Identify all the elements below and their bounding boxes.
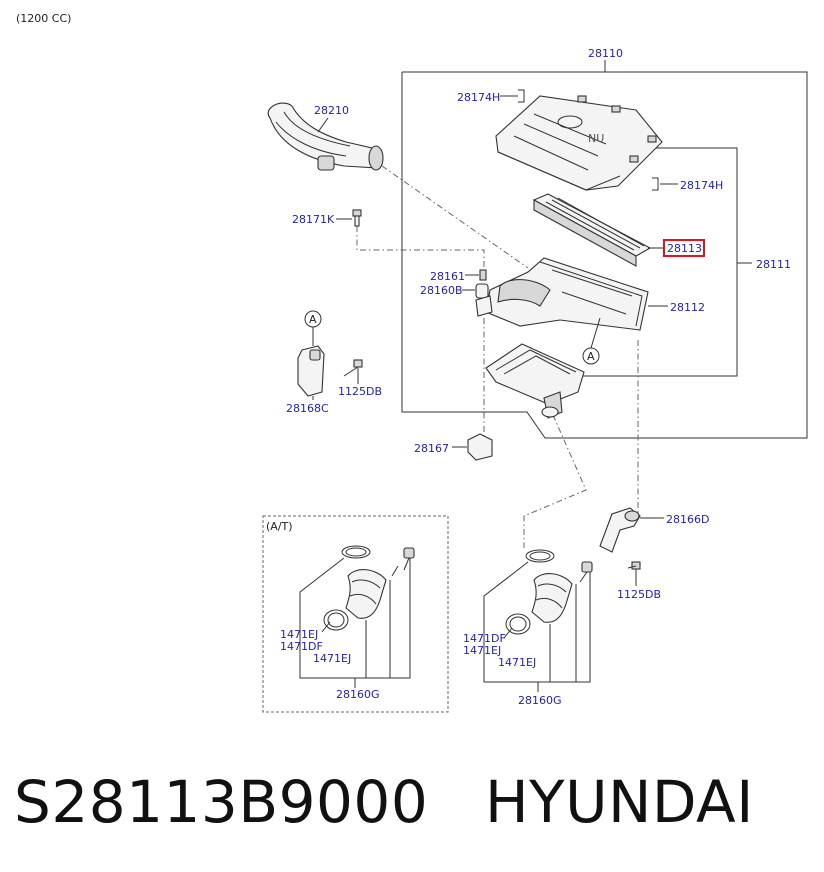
svg-text:NU: NU bbox=[588, 132, 604, 145]
label-28174H-lower: 28174H bbox=[680, 179, 723, 192]
at-hose-assembly bbox=[299, 545, 415, 688]
label-1125DB-right: 1125DB bbox=[617, 588, 661, 601]
air-cleaner-exploded-diagram: (1200 CC) 28210 28110 NU bbox=[16, 12, 808, 713]
bracket-28168C bbox=[297, 310, 325, 400]
resonator-lower-duct bbox=[485, 343, 585, 419]
label-28174H-upper: 28174H bbox=[457, 91, 500, 104]
label-1125DB-left: 1125DB bbox=[338, 385, 382, 398]
clip-28174H-upper bbox=[500, 89, 525, 103]
at-label-28160G: 28160G bbox=[336, 688, 380, 701]
grommet-28161 bbox=[465, 269, 487, 281]
mt-label-1471EJ-a: 1471EJ bbox=[463, 644, 501, 657]
mt-label-28160G: 28160G bbox=[518, 694, 562, 707]
mt-label-1471DF: 1471DF bbox=[463, 632, 506, 645]
at-label-1471EJ-a: 1471EJ bbox=[280, 628, 318, 641]
bolt-1125DB-right bbox=[627, 561, 641, 586]
label-28168C: 28168C bbox=[286, 402, 329, 415]
label-28167: 28167 bbox=[414, 442, 449, 455]
air-filter-element-28113 bbox=[532, 193, 664, 267]
highlight-box-28113 bbox=[663, 239, 705, 257]
insulator-28160B bbox=[462, 283, 489, 299]
brand-name: HYUNDAI bbox=[485, 768, 754, 836]
label-28111: 28111 bbox=[756, 258, 791, 271]
label-28112: 28112 bbox=[670, 301, 705, 314]
label-28110: 28110 bbox=[588, 47, 623, 60]
bracket-28166D bbox=[599, 507, 664, 553]
mt-hose-assembly bbox=[483, 549, 593, 692]
intake-duct-28210 bbox=[267, 102, 384, 171]
air-cleaner-body-28112 bbox=[475, 257, 668, 331]
air-cleaner-cover: NU bbox=[495, 95, 663, 191]
at-label-1471DF: 1471DF bbox=[280, 640, 323, 653]
assembly-axis-lines bbox=[356, 165, 639, 548]
at-title: (A/T) bbox=[266, 520, 293, 533]
label-28160B: 28160B bbox=[420, 284, 463, 297]
label-28171K: 28171K bbox=[292, 213, 335, 226]
at-label-1471EJ-b: 1471EJ bbox=[313, 652, 351, 665]
bolt-1125DB-left bbox=[343, 359, 363, 384]
at-variant-box bbox=[262, 515, 449, 713]
assembly-outline bbox=[401, 60, 808, 439]
callout-a-body bbox=[582, 317, 601, 365]
label-28113: 28113 bbox=[667, 242, 702, 255]
bolt-28171K bbox=[336, 209, 362, 227]
bracket-28167 bbox=[452, 433, 493, 461]
mt-label-1471EJ-b: 1471EJ bbox=[498, 656, 536, 669]
label-28210: 28210 bbox=[314, 104, 349, 117]
label-28166D: 28166D bbox=[666, 513, 709, 526]
part-number: S28113B9000 bbox=[14, 768, 429, 836]
callout-a-body-letter: A bbox=[587, 350, 595, 363]
callout-a-bracket-letter: A bbox=[309, 313, 317, 326]
label-28161: 28161 bbox=[430, 270, 465, 283]
part-caption: S28113B9000 HYUNDAI bbox=[14, 762, 754, 842]
clip-28174H-lower bbox=[652, 177, 678, 191]
engine-variant-label: (1200 CC) bbox=[16, 12, 71, 25]
